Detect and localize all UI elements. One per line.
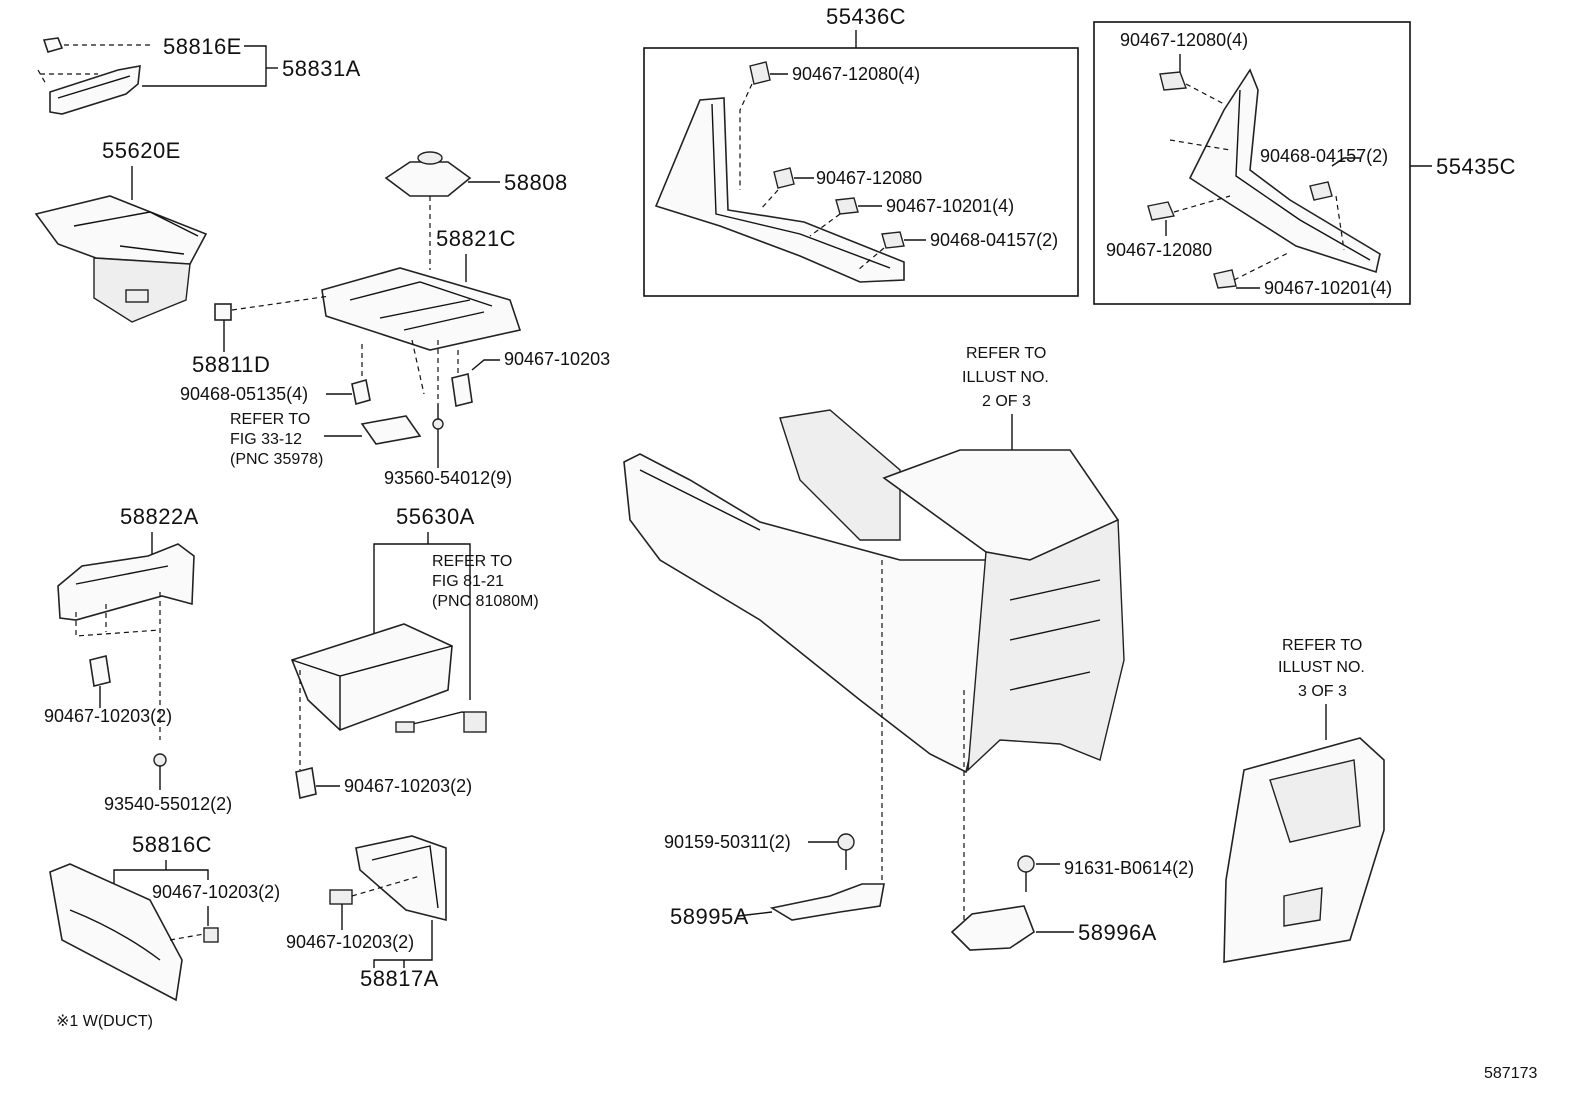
clip-90468-05135-drawing: [351, 378, 371, 406]
label-58995A: 58995A: [670, 904, 749, 929]
bezel-58822A-drawing: [57, 543, 195, 621]
bin-55630A-drawing: [290, 623, 453, 731]
screw-91631-drawing: [1017, 855, 1035, 873]
screw-93560-drawing: [432, 418, 444, 430]
label-55630A: 55630A: [396, 504, 475, 529]
label-b1-90467-12080-4: 90467-12080(4): [792, 64, 920, 84]
label-b2-90467-12080-4: 90467-12080(4): [1120, 30, 1248, 50]
bracket-58996A-drawing: [950, 905, 1035, 951]
clip-58811D-drawing: [214, 303, 232, 321]
label-58996A: 58996A: [1078, 920, 1157, 945]
label-58822A: 58822A: [120, 504, 199, 529]
label-90467-10203-b: 90467-10203(2): [44, 706, 172, 726]
refer-fig-33-12-line1: REFER TO: [230, 411, 310, 428]
trim-58831A-drawing: [49, 65, 141, 115]
label-58808: 58808: [504, 170, 568, 195]
label-b1-90467-12080: 90467-12080: [816, 168, 922, 188]
bracket-58995A-drawing: [769, 883, 885, 921]
refer-illust-3-line1: REFER TO: [1282, 637, 1362, 654]
boot-58808-drawing: [384, 161, 472, 197]
label-b2-90467-12080: 90467-12080: [1106, 240, 1212, 260]
label-90467-10203-e: 90467-10203(2): [286, 932, 414, 952]
box-55435C: [1093, 21, 1411, 305]
trim-55435C-drawing: [1188, 68, 1381, 274]
assembly-58831A: 58816E 58831A: [37, 34, 361, 115]
refer-fig-81-21-line2: FIG 81-21: [432, 573, 504, 590]
clip-58822A-drawing: [89, 655, 111, 687]
label-58831A: 58831A: [282, 56, 361, 81]
refer-fig-81-21-line3: (PNC 81080M): [432, 593, 539, 610]
clip-58816E-drawing: [42, 37, 64, 53]
trim-55436C-drawing: [654, 97, 905, 283]
label-58816E: 58816E: [163, 34, 242, 59]
label-55436C: 55436C: [826, 4, 906, 29]
label-55620E: 55620E: [102, 138, 181, 163]
label-90467-10203-a: 90467-10203: [504, 349, 610, 369]
label-b1-90468-04157-2: 90468-04157(2): [930, 230, 1058, 250]
assembly-55436C: 55436C 90467-12080(4) 90467-12080 90467-…: [643, 4, 1079, 297]
label-b2-90467-10201-4: 90467-10201(4): [1264, 278, 1392, 298]
refer-illust-2-line2: ILLUST NO.: [962, 369, 1049, 386]
label-58821C: 58821C: [436, 226, 516, 251]
refer-illust-2-line3: 2 OF 3: [982, 393, 1031, 410]
switch-35978-drawing: [360, 415, 422, 445]
refer-illust-3-line2: ILLUST NO.: [1278, 659, 1365, 676]
diagram-id: 587173: [1484, 1065, 1537, 1082]
label-b2-90468-04157-2: 90468-04157(2): [1260, 146, 1388, 166]
assembly-rear-panel: REFER TO ILLUST NO. 3 OF 3: [1223, 637, 1385, 963]
assembly-58817A: 90467-10203(2) 58817A: [286, 835, 447, 991]
assembly-58821C: 58808 58821C 58811D 90468-05135(4) 90467…: [180, 151, 610, 488]
clip-90467-10203-drawing: [451, 373, 473, 407]
refer-fig-81-21-line1: REFER TO: [432, 553, 512, 570]
label-b1-90467-10201-4: 90467-10201(4): [886, 196, 1014, 216]
label-93540-55012: 93540-55012(2): [104, 794, 232, 814]
screw-90159-drawing: [837, 833, 855, 851]
label-93560-54012: 93560-54012(9): [384, 468, 512, 488]
refer-illust-3-line3: 3 OF 3: [1298, 683, 1347, 700]
label-90467-10203-d: 90467-10203(2): [152, 882, 280, 902]
holder-58817A-drawing: [355, 835, 447, 922]
assembly-55435C: 55435C 90467-12080(4) 90468-04157(2) 904…: [1093, 21, 1516, 305]
box-55436C: [643, 47, 1079, 297]
assembly-58816C: 58816C 90467-10203(2) ※1 W(DUCT): [49, 832, 280, 1030]
assembly-console: REFER TO ILLUST NO. 2 OF 3 90159-50311(2…: [623, 345, 1194, 951]
screw-93540-drawing: [153, 753, 167, 767]
clip-55630A-drawing: [295, 767, 317, 799]
label-91631-B0614: 91631-B0614(2): [1064, 858, 1194, 878]
label-58817A: 58817A: [360, 966, 439, 991]
assembly-58822A: 58822A 90467-10203(2) 93540-55012(2): [44, 504, 232, 814]
label-58811D: 58811D: [192, 352, 270, 377]
clip-58817A-drawing: [329, 889, 353, 905]
label-90468-05135: 90468-05135(4): [180, 384, 308, 404]
refer-fig-33-12-line2: FIG 33-12: [230, 431, 302, 448]
label-90467-10203-c: 90467-10203(2): [344, 776, 472, 796]
label-58816C: 58816C: [132, 832, 212, 857]
assembly-55630A: 55630A REFER TO FIG 81-21 (PNC 81080M) 9…: [290, 504, 539, 799]
panel-58821C-drawing: [321, 267, 522, 351]
refer-illust-2-line1: REFER TO: [966, 345, 1046, 362]
refer-fig-33-12-line3: (PNC 35978): [230, 451, 323, 468]
assembly-55620E: 55620E: [34, 138, 208, 323]
footnote-duct: ※1 W(DUCT): [56, 1013, 153, 1030]
label-55435C: 55435C: [1436, 154, 1516, 179]
label-90159-50311: 90159-50311(2): [664, 832, 791, 852]
